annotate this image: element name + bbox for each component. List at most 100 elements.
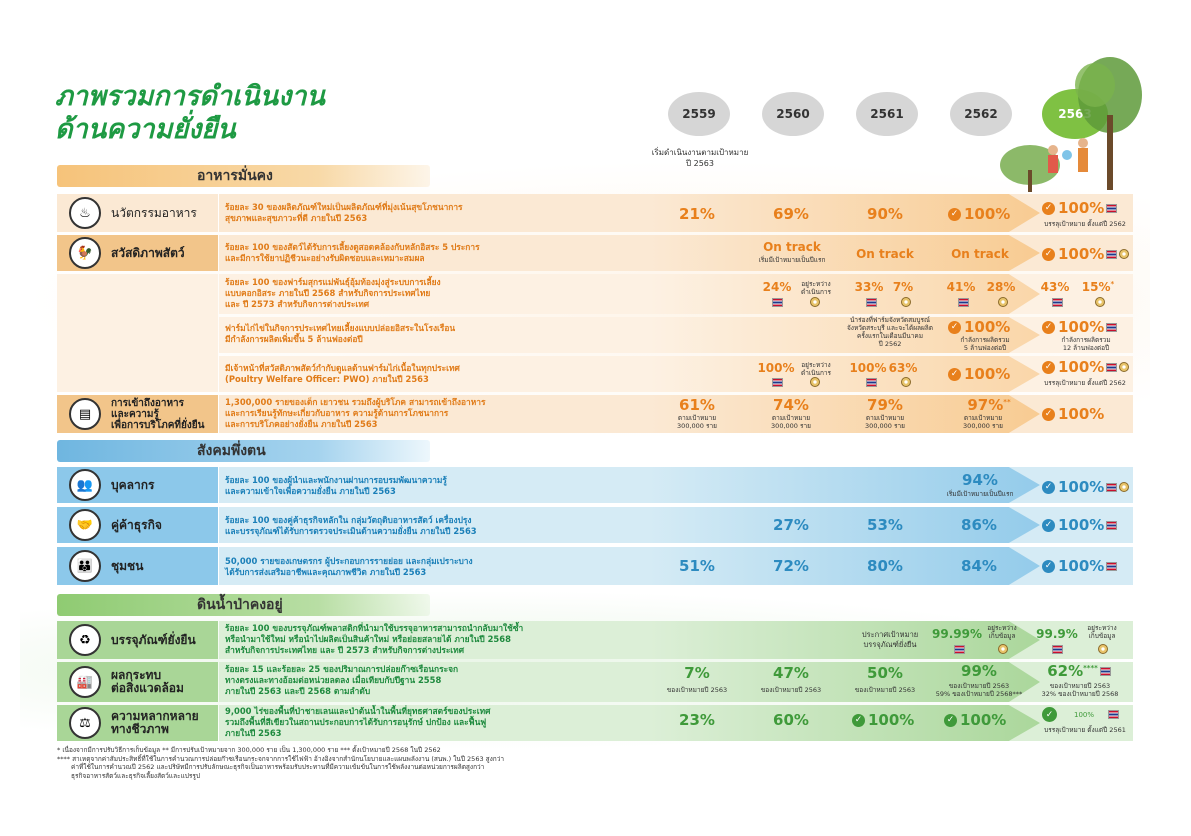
sows-2562-th: 41% [946,280,976,294]
community-icon: 👪 [69,550,101,582]
cagefree-final-note: กำลังการผลิตรวม 12 ล้านฟองต่อปี [1061,336,1111,352]
community-2561: 80% [867,557,903,575]
thai-flag-icon [866,298,877,307]
globe-icon [1119,482,1130,492]
pwo-2561-intl: 63% [888,361,918,375]
thai-flag-icon [772,298,783,307]
impact-2561: 50% [867,664,903,682]
access-final: ✓100% [1042,405,1104,423]
sows-2562-intl: 28% [986,280,1016,294]
pwo-2562: ✓100% [948,365,1010,383]
row-partners-desc: ร้อยละ 100 ของคู่ค้าธุรกิจหลักใน กลุ่มวั… [225,515,477,536]
section-food-banner: อาหารมั่นคง [57,165,430,187]
personnel-2562-note: เริ่มมีเป้าหมายเป็นปีแรก [946,490,1014,498]
partners-2562: 86% [961,516,997,534]
innovation-2563: ✓100% [948,205,1010,223]
partners-2561: 53% [867,516,903,534]
innovation-2562: 90% [867,205,903,223]
innovation-2560: 21% [679,205,715,223]
row-biodiversity-category: ⚖ ความหลากหลาย ทางชีวภาพ [57,705,218,741]
thai-flag-icon [1106,322,1118,332]
sows-2560-note: อยู่ระหว่าง ดำเนินการ [800,280,832,296]
sows-2560: 24% [762,280,792,294]
impact-2562-note: ของเป้าหมายปี 2563 59% ของเป้าหมายปี 256… [935,682,1023,698]
impact-2562: 99% [961,662,997,680]
thai-flag-icon [866,378,877,387]
row-personnel-desc: ร้อยละ 100 ของผู้นำและพนักงานผ่านการอบรม… [225,475,447,496]
row-partners-arrow [650,507,1040,543]
page-title-line1: ภาพรวมการดำเนินงาน [55,81,325,112]
pwo-2560-note: อยู่ระหว่าง ดำเนินการ [800,361,832,377]
row-community-category: 👪 ชุมชน [57,547,218,585]
access-2562-note: ตามเป้าหมาย 300,000 ราย [963,414,1003,430]
check-icon: ✓ [1042,407,1055,421]
thai-flag-icon [1106,203,1118,213]
community-2559: 51% [679,557,715,575]
cagefree-final: ✓100% [1042,318,1118,336]
sows-2563-th: 43% [1040,280,1070,294]
row-community-desc: 50,000 รายของเกษตรกร ผู้ประกอบการรายย่อย… [225,556,473,577]
row-partners-category: 🤝 คู่ค้าธุรกิจ [57,507,218,543]
year-2561: 2561 [856,92,918,136]
row-community-label: ชุมชน [111,558,144,573]
innovation-final-value: 100% [1058,199,1105,217]
community-final: ✓100% [1042,557,1118,575]
globe-icon [901,377,911,387]
welfare-ontrack-2560: On track [763,240,821,254]
globe-icon [1095,297,1105,307]
globe-icon [998,644,1008,654]
row-personnel-arrow [650,467,1040,503]
page-title-line2: ด้านความยั่งยืน [55,114,236,145]
row-sows-arrow [650,274,1040,314]
access-2561-note: ตามเป้าหมาย 300,000 ราย [865,414,905,430]
check-icon: ✓ [948,207,961,221]
tree-illustration [1000,57,1142,192]
year-2560: 2560 [762,92,824,136]
row-innovation-label: นวัตกรรมอาหาร [111,205,197,220]
check-icon: ✓ [1042,247,1055,261]
partners-2560: 27% [773,516,809,534]
welfare-final-value: 100% [1058,245,1105,263]
row-community-arrow [650,547,1040,585]
access-final-value: 100% [1058,405,1105,423]
footnote-4: ธุรกิจอาหารสัตว์และธุรกิจเลี้ยงสัตว์และแ… [71,771,201,780]
row-access-category: ▤ การเข้าถึงอาหาร และความรู้ เพื่อการบริ… [57,395,218,433]
pwo-2561-th: 100% [849,361,887,375]
access-2560-note: ตามเป้าหมาย 300,000 ราย [771,414,811,430]
row-partners-label: คู่ค้าธุรกิจ [111,517,162,532]
thai-flag-icon [1106,561,1118,571]
partners-final-value: 100% [1058,516,1105,534]
access-2562-mark: ** [1003,398,1011,406]
row-innovation-category: ♨ นวัตกรรมอาหาร [57,194,218,232]
impact-2563: 62%**** [1044,662,1114,680]
row-personnel-label: บุคลากร [111,477,155,492]
impact-2563-value: 62% [1047,662,1084,680]
globe-icon [901,297,911,307]
innovation-final: ✓100% [1042,199,1118,217]
impact-2560: 47% [773,664,809,682]
footnote-1: * เนื่องจากมีการปรับวิธีการเก็บข้อมูล **… [57,746,441,754]
welfare-ontrack-2562: On track [951,247,1009,261]
biodiversity-2562-value: 100% [960,711,1007,729]
thai-flag-icon [958,298,969,307]
personnel-final: ✓100% [1042,478,1130,496]
row-cagefree-arrow [650,317,1040,353]
check-icon: ✓ [948,367,961,381]
personnel-2562: 94% [962,471,998,489]
thai-flag-icon [772,378,783,387]
community-2560: 72% [773,557,809,575]
row-packaging-category: ♻ บรรจุภัณฑ์ยั่งยืน [57,621,218,659]
packaging-2563: 99.9% [1036,627,1078,641]
row-access-label: การเข้าถึงอาหาร และความรู้ เพื่อการบริโภ… [111,397,205,431]
access-2561: 79% [867,396,903,414]
row-biodiversity-desc: 9,000 ไร่ของพื้นที่ป่าชายเลนและป่าต้นน้ำ… [225,706,491,738]
impact-2563-note: ของเป้าหมายปี 2563 32% ของเป้าหมายปี 256… [1041,682,1119,698]
thai-flag-icon [1052,298,1063,307]
section-environment-banner: ดินน้ำป่าคงอยู่ [57,594,430,616]
innovation-final-note: บรรลุเป้าหมาย ตั้งแต่ปี 2562 [1044,220,1126,228]
check-icon: ✓ [852,713,865,727]
globe-icon [810,297,820,307]
footnote-2: **** สาเหตุจากค่าสัมประสิทธิ์ที่ใช้ในการ… [57,754,505,763]
row-welfare-category: 🐓 สวัสดิภาพสัตว์ [57,235,218,271]
cagefree-final-value: 100% [1058,318,1105,336]
